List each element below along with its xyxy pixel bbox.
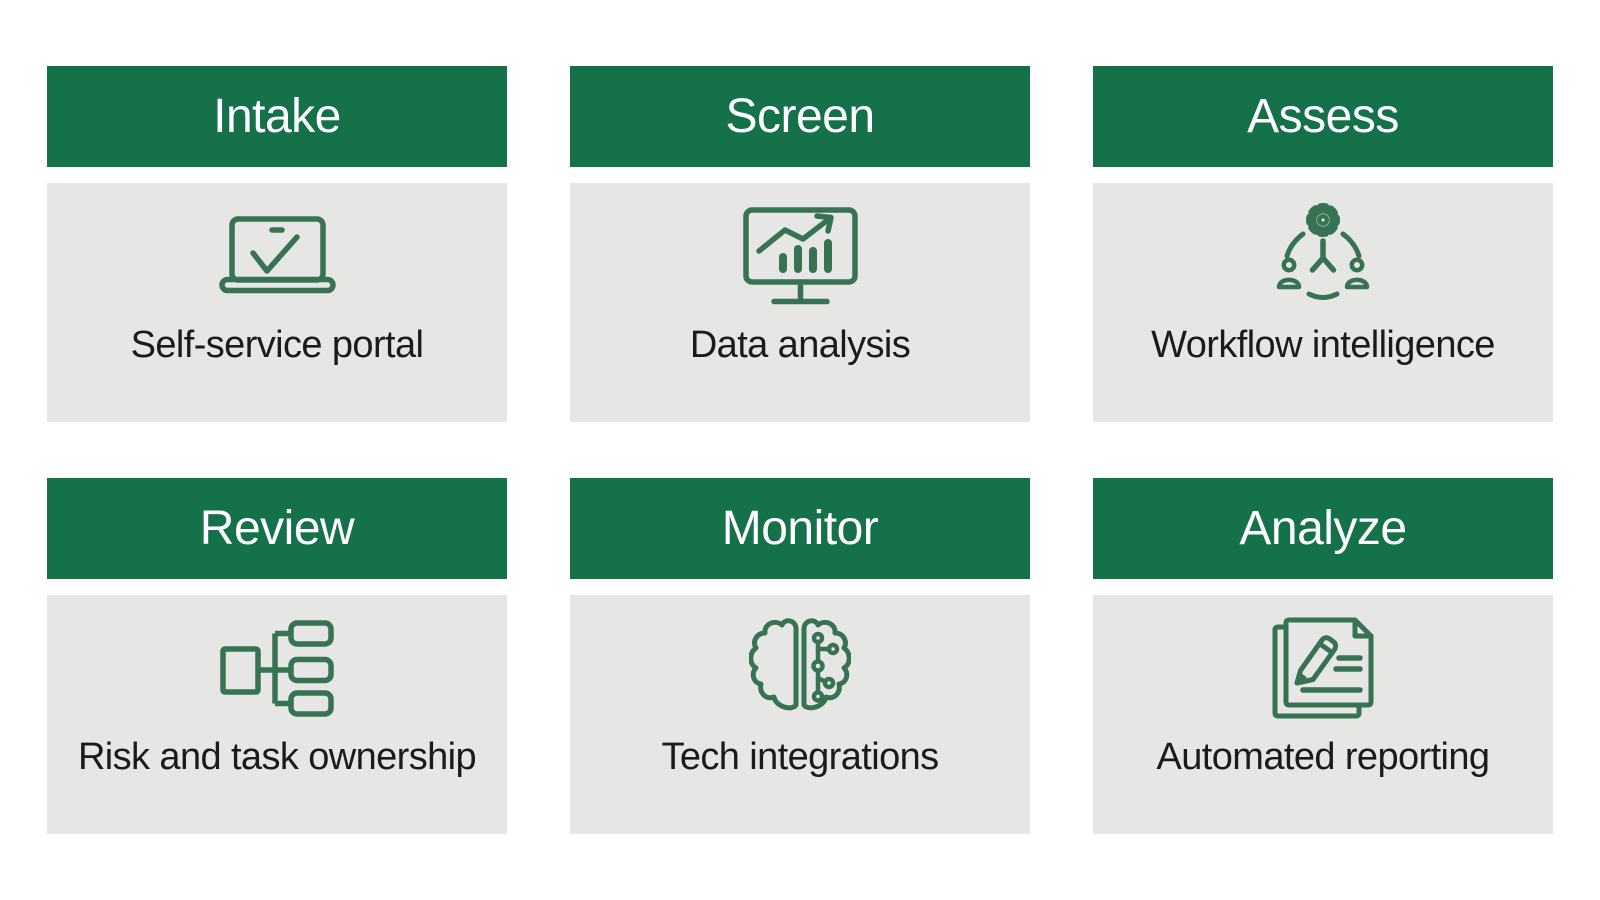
screen-header: Screen xyxy=(570,66,1030,167)
review-body: Risk and task ownership xyxy=(47,595,507,834)
analyze-body: Automated reporting xyxy=(1093,595,1553,834)
card-review: Review Risk and task ownership xyxy=(47,478,507,834)
analyze-title: Analyze xyxy=(1239,501,1407,555)
monitor-header: Monitor xyxy=(570,478,1030,579)
assess-header: Assess xyxy=(1093,66,1553,167)
monitor-label: Tech integrations xyxy=(661,736,939,778)
monitor-title: Monitor xyxy=(721,501,879,555)
assess-icon-wrap xyxy=(1275,203,1371,308)
intake-icon-wrap xyxy=(218,204,336,308)
intake-header: Intake xyxy=(47,66,507,167)
monitor-chart-icon xyxy=(742,207,858,305)
flowchart-icon xyxy=(220,619,334,717)
process-cards-grid: Intake Self-service portal Screen xyxy=(47,66,1553,834)
intake-body: Self-service portal xyxy=(47,183,507,422)
workflow-people-gear-icon xyxy=(1276,203,1370,300)
brain-circuit-icon xyxy=(749,618,851,711)
review-header: Review xyxy=(47,478,507,579)
card-monitor: Monitor xyxy=(570,478,1030,834)
assess-label: Workflow intelligence xyxy=(1151,324,1495,366)
screen-icon-wrap xyxy=(742,204,858,308)
intake-title: Intake xyxy=(213,89,341,143)
review-icon-wrap xyxy=(220,616,334,720)
laptop-check-icon xyxy=(218,216,336,294)
card-screen: Screen Data analysis xyxy=(570,66,1030,422)
review-title: Review xyxy=(199,501,355,555)
analyze-label: Automated reporting xyxy=(1156,736,1491,778)
assess-body: Workflow intelligence xyxy=(1093,183,1553,422)
screen-label: Data analysis xyxy=(689,324,911,366)
card-assess: Assess xyxy=(1093,66,1553,422)
assess-title: Assess xyxy=(1247,89,1399,143)
review-label: Risk and task ownership xyxy=(77,736,477,778)
monitor-body: Tech integrations xyxy=(570,595,1030,834)
intake-label: Self-service portal xyxy=(130,324,424,366)
monitor-icon-wrap xyxy=(749,616,851,720)
card-intake: Intake Self-service portal xyxy=(47,66,507,422)
screen-body: Data analysis xyxy=(570,183,1030,422)
screen-title: Screen xyxy=(725,89,875,143)
documents-pencil-icon xyxy=(1272,617,1374,719)
analyze-header: Analyze xyxy=(1093,478,1553,579)
analyze-icon-wrap xyxy=(1272,616,1374,720)
card-analyze: Analyze A xyxy=(1093,478,1553,834)
